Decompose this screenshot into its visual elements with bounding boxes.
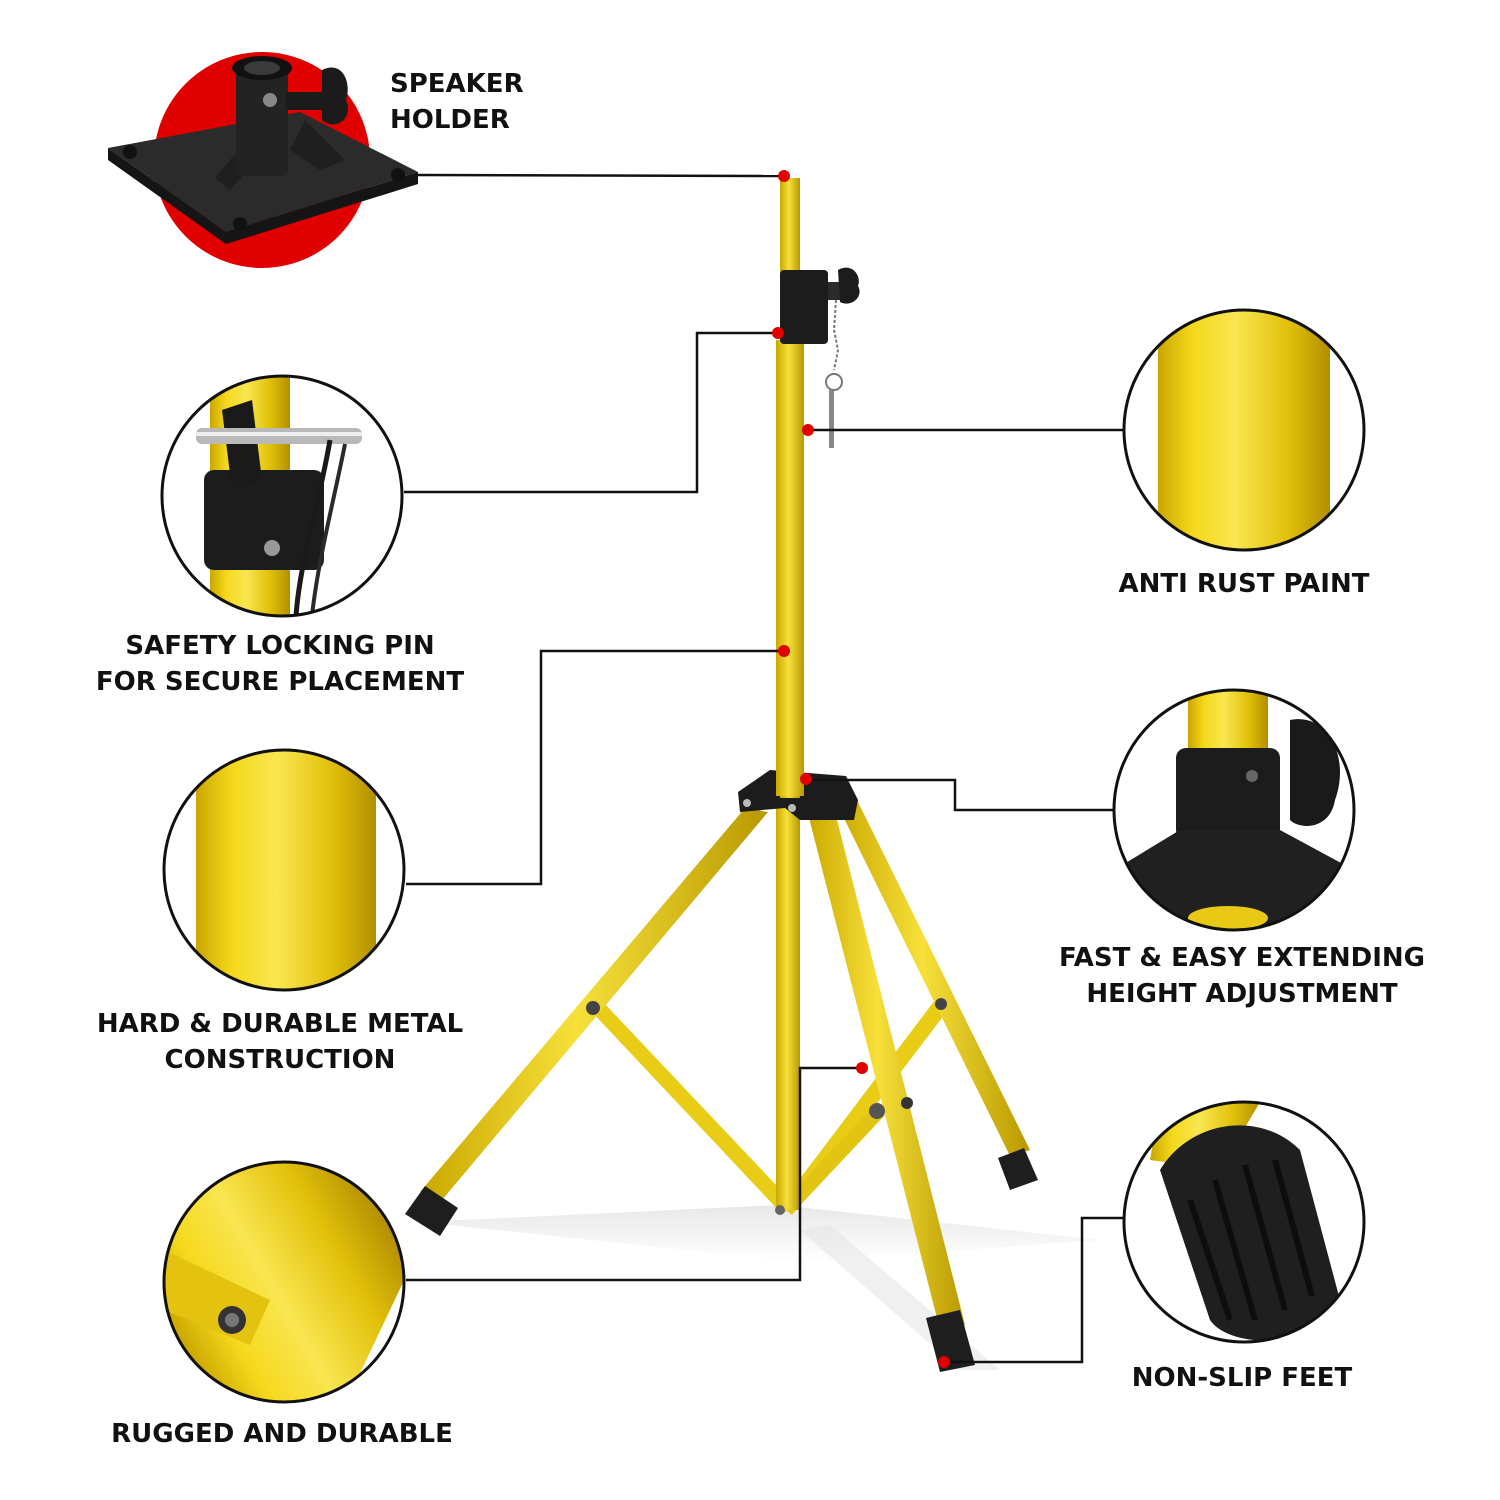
brace-left	[590, 1002, 795, 1214]
height-label-line2: HEIGHT ADJUSTMENT	[1086, 979, 1397, 1009]
leader-feet	[944, 1216, 1124, 1364]
leg-back-right	[835, 796, 1030, 1156]
marker-dot	[800, 773, 812, 785]
safety-pin-label-line1: SAFETY LOCKING PIN	[125, 631, 434, 661]
anti-rust-label: ANTI RUST PAINT	[1119, 569, 1370, 599]
marker-dot	[802, 424, 814, 436]
knob-icon	[838, 267, 860, 304]
leader-lines	[404, 173, 1124, 1364]
zoom-circle-feet	[1122, 1100, 1366, 1344]
marker-dot	[778, 170, 790, 182]
speaker-holder-label-line1: SPEAKER	[390, 69, 524, 99]
lower-center-pole	[776, 790, 800, 1210]
locking-pin-icon	[825, 299, 843, 448]
marker-dot	[938, 1356, 950, 1368]
bolt	[775, 1205, 785, 1215]
safety-pin-label-line2: FOR SECURE PLACEMENT	[96, 667, 464, 697]
leg-front	[806, 800, 965, 1330]
metal-label-line2: CONSTRUCTION	[165, 1045, 396, 1075]
tripod-stand	[405, 178, 1038, 1372]
rugged-label: RUGGED AND DURABLE	[111, 1419, 453, 1449]
speaker-holder-icon	[108, 52, 418, 268]
bolt	[869, 1103, 885, 1119]
height-clamp	[780, 270, 828, 344]
floor-shadow	[420, 1205, 1100, 1370]
non-slip-label: NON-SLIP FEET	[1132, 1363, 1353, 1393]
marker-dot	[778, 645, 790, 657]
bolt	[901, 1097, 913, 1109]
leader-safety-pin	[404, 331, 780, 494]
bolt	[935, 998, 947, 1010]
height-label-line1: FAST & EASY EXTENDING	[1059, 943, 1425, 973]
zoom-circle-metal	[162, 748, 406, 992]
rubber-foot-icon	[405, 1148, 1038, 1372]
middle-pole	[776, 340, 804, 796]
leader-height	[806, 778, 1114, 812]
speaker-holder-label-line2: HOLDER	[390, 105, 510, 135]
leader-speaker-holder	[417, 173, 785, 178]
bolt	[586, 1001, 600, 1015]
metal-label-line1: HARD & DURABLE METAL	[97, 1009, 463, 1039]
marker-dots	[772, 170, 950, 1368]
leader-rugged	[406, 1066, 862, 1282]
zoom-circle-rugged	[162, 1160, 406, 1404]
zoom-circle-height	[1112, 688, 1356, 932]
marker-dot	[772, 327, 784, 339]
leader-metal	[406, 649, 784, 886]
marker-dot	[856, 1062, 868, 1074]
brace-front	[780, 1108, 885, 1214]
zoom-circle-anti-rust	[1122, 308, 1366, 552]
zoom-circle-safety-pin	[160, 374, 404, 618]
